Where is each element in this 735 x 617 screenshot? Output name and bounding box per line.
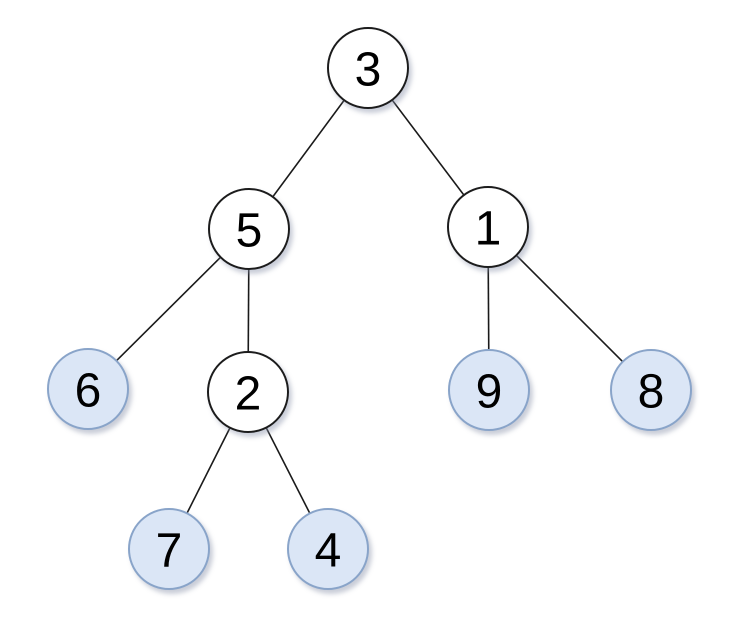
leaf-node-circle [610,349,692,431]
node-label-8: 8 [638,365,665,418]
node-label-3: 3 [355,43,382,96]
tree-node-8: 8 [610,349,692,431]
internal-node-circle [207,351,289,433]
internal-node-circle [208,188,290,270]
node-label-9: 9 [476,365,503,418]
node-label-6: 6 [75,364,102,417]
leaf-node-circle [47,348,129,430]
node-label-7: 7 [156,524,183,577]
internal-node-circle [327,27,409,109]
node-label-4: 4 [315,524,342,577]
tree-node-2: 2 [207,351,289,433]
tree-node-6: 6 [47,348,129,430]
leaf-node-circle [287,508,369,590]
tree-node-1: 1 [447,186,529,268]
node-label-5: 5 [236,204,263,257]
tree-edges [87,67,652,550]
node-label-2: 2 [235,367,262,420]
tree-node-9: 9 [448,349,530,431]
tree-node-3: 3 [327,27,409,109]
tree-nodes: 3 5 1 6 2 9 8 7 4 [47,27,692,590]
tree-node-5: 5 [208,188,290,270]
leaf-node-circle [128,508,210,590]
tree-node-7: 7 [128,508,210,590]
tree-node-4: 4 [287,508,369,590]
internal-node-circle [447,186,529,268]
node-label-1: 1 [475,202,502,255]
leaf-node-circle [448,349,530,431]
